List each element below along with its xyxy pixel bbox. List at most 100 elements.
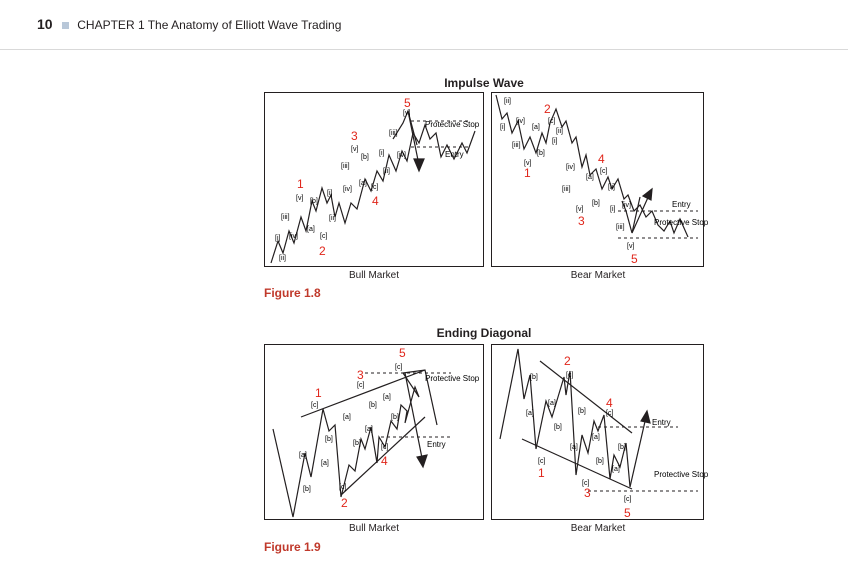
sub-iv-label: [iv] (289, 233, 298, 240)
wave-5-label: 5 (404, 96, 411, 110)
bear-diag-sub-c-5: [c] (624, 496, 631, 503)
sub-iv-label-b: [iv] (343, 186, 352, 193)
sub-v-label-b: [v] (351, 146, 358, 153)
bear-diag-wave-4-label: 4 (606, 396, 613, 410)
bear-sub-iv-label-c: [iv] (622, 202, 631, 209)
diag-sub-c-4: [c] (381, 444, 388, 451)
diagonal-bull-upper-trendline (300, 369, 426, 418)
bear-diag-sub-a-2: [a] (548, 400, 556, 407)
diag-sub-c-3: [c] (357, 382, 364, 389)
bear-sub-iii-label-c: [iii] (616, 224, 625, 231)
impulse-bear-wave-path (495, 94, 689, 238)
diag-sub-a-5: [a] (383, 394, 391, 401)
bear-wave-4-label: 4 (598, 152, 605, 166)
sub-c-label: [c] (320, 233, 327, 240)
bear-wave-5-label: 5 (631, 252, 638, 266)
diag-wave-5-label: 5 (399, 346, 406, 360)
sub-i-label: [i] (275, 235, 281, 242)
diag-sub-b-5: [b] (391, 414, 399, 421)
diagonal-bull-diagram: Protective Stop Entry 1 2 3 4 5 [c] [a] … (272, 346, 480, 518)
page-number: 10 (37, 16, 53, 32)
header-square-icon (61, 21, 69, 29)
diag-sub-c-2: [c] (339, 484, 346, 491)
diagonal-bull-arrow (404, 372, 428, 469)
bear-diag-sub-a-3: [a] (570, 444, 578, 451)
bear-sub-i-label-b: [i] (552, 138, 558, 145)
bear-sub-v-label-c: [v] (627, 243, 634, 250)
wave-3-label: 3 (351, 129, 358, 143)
sub-ii-label-c: [ii] (383, 168, 390, 175)
bear-diag-sub-b-1: [b] (530, 374, 538, 381)
bear-sub-iii-label: [iii] (512, 142, 521, 149)
diag-sub-b-4: [b] (369, 402, 377, 409)
bear-diag-wave-2-label: 2 (564, 354, 571, 368)
sub-a-label-b: [a] (359, 180, 367, 187)
diag-sub-a-3: [a] (343, 414, 351, 421)
impulse-bull-caption: Bull Market (348, 270, 399, 281)
diag-wave-1-label: 1 (315, 386, 322, 400)
bear-diag-sub-c-1: [c] (538, 458, 545, 465)
diag-sub-a-4: [a] (365, 426, 373, 433)
bear-diag-wave-1-label: 1 (538, 466, 545, 480)
ending-diagonal-title: Ending Diagonal (436, 326, 532, 340)
bear-diag-sub-c-2: [c] (566, 372, 573, 379)
diagonal-bear-caption: Bear Market (570, 523, 626, 534)
diagonal-bull-caption: Bull Market (348, 523, 399, 534)
diag-sub-a-2: [a] (321, 460, 329, 467)
figure-1-9-caption: Figure 1.9 (264, 540, 321, 554)
diagonal-bear-panel: Entry Protective Stop 1 2 3 4 5 [b] [a] … (491, 344, 709, 520)
impulse-bear-panel: Entry Protective Stop 1 2 3 4 5 [ii] [i]… (491, 92, 709, 267)
sub-iv-label-c: [iv] (397, 152, 406, 159)
diag-sub-a-1: [a] (299, 452, 307, 459)
diagonal-bull-entry-text: Entry (427, 440, 446, 449)
impulse-bear-diagram: Entry Protective Stop 1 2 3 4 5 [ii] [i]… (495, 94, 709, 266)
bear-sub-iii-label-b: [iii] (562, 186, 571, 193)
sub-iii-label-b: [iii] (341, 163, 350, 170)
impulse-bull-panel: Protective Stop Entry 1 2 3 4 5 [i] [ii]… (264, 92, 484, 267)
bear-diag-sub-b-3: [b] (578, 408, 586, 415)
wave-2-label: 2 (319, 244, 326, 258)
bear-wave-3-label: 3 (578, 214, 585, 228)
sub-i-label-b: [i] (327, 190, 333, 197)
page-header: 10 CHAPTER 1 The Anatomy of Elliott Wave… (37, 16, 341, 32)
impulse-bear-caption: Bear Market (570, 270, 626, 281)
impulse-bear-stop-text: Protective Stop (654, 218, 709, 227)
bear-sub-ii-label-c: [ii] (608, 184, 615, 191)
impulse-bull-entry-text: Entry (445, 150, 464, 159)
sub-ii-label-b: [ii] (329, 215, 336, 222)
diagonal-bear-upper-trendline (539, 360, 633, 434)
bear-sub-b-label: [b] (537, 150, 545, 157)
sub-b-label: [b] (310, 198, 318, 205)
impulse-bear-entry-text: Entry (672, 200, 691, 209)
diagonal-bear-wave-path (499, 348, 631, 488)
sub-c-label-b: [c] (371, 184, 378, 191)
sub-v-label-c: [v] (403, 110, 410, 117)
diag-sub-b-1: [b] (303, 486, 311, 493)
bear-wave-1-label: 1 (524, 166, 531, 180)
diagonal-bull-panel: Protective Stop Entry 1 2 3 4 5 [c] [a] … (264, 344, 484, 520)
bear-sub-v-label-b: [v] (576, 206, 583, 213)
diagonal-bear-lower-trendline (521, 438, 633, 490)
chapter-title: CHAPTER 1 The Anatomy of Elliott Wave Tr… (77, 18, 342, 32)
diagonal-bull-stop-text: Protective Stop (425, 374, 480, 383)
bear-sub-v-label: [v] (524, 160, 531, 167)
diag-sub-b-3: [b] (353, 440, 361, 447)
wave-1-label: 1 (297, 177, 304, 191)
bear-sub-ii-label: [ii] (504, 98, 511, 105)
bear-sub-iv-label-b: [iv] (566, 164, 575, 171)
diagonal-bear-stop-text: Protective Stop (654, 470, 709, 479)
bear-sub-i-label: [i] (500, 124, 506, 131)
wave-4-label: 4 (372, 194, 379, 208)
bear-diag-sub-c-3: [c] (582, 480, 589, 487)
bear-diag-sub-a-1: [a] (526, 410, 534, 417)
impulse-bear-bottom-path (621, 196, 641, 234)
bear-diag-wave-3-label: 3 (584, 486, 591, 500)
impulse-bull-diagram: Protective Stop Entry 1 2 3 4 5 [i] [ii]… (270, 96, 480, 264)
bear-diag-sub-b-2: [b] (554, 424, 562, 431)
bear-wave-2-label: 2 (544, 102, 551, 116)
bear-sub-c-label-b: [c] (600, 168, 607, 175)
sub-ii-label: [ii] (279, 255, 286, 262)
impulse-bull-arrow (407, 110, 425, 173)
diag-sub-c-5: [c] (395, 364, 402, 371)
diag-wave-3-label: 3 (357, 368, 364, 382)
